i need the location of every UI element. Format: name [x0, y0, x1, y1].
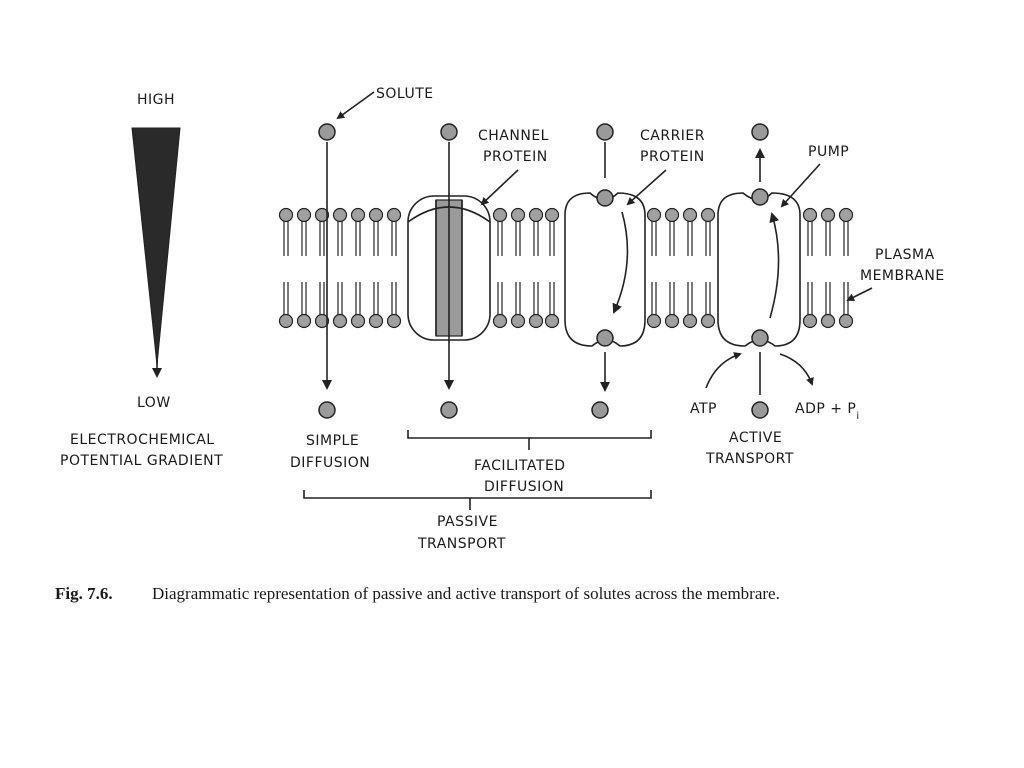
figure-caption: Fig. 7.6. Diagrammatic representation of… — [55, 584, 780, 603]
bottom-labels: SIMPLE DIFFUSION FACILITATED DIFFUSION P… — [290, 401, 860, 552]
membrane-pointer — [846, 287, 873, 301]
pump-protein — [717, 192, 801, 347]
channel-pointer — [480, 169, 519, 206]
low-label: LOW — [137, 395, 171, 411]
facilitated-bracket — [407, 430, 652, 439]
lipid-head-bottom — [332, 313, 348, 329]
atp-label: ATP — [690, 401, 717, 417]
gradient-label-line1: ELECTROCHEMICAL — [70, 432, 215, 448]
carrier-pointer — [626, 169, 667, 206]
lipid-head-top — [682, 207, 698, 223]
simple-label-line2: DIFFUSION — [290, 455, 370, 471]
plasma-membrane-bilayer — [278, 207, 854, 329]
membrane-label-line2: MEMBRANE — [860, 268, 945, 284]
lipid-head-top — [802, 207, 818, 223]
lipid-head-bottom — [528, 313, 544, 329]
passive-label-line1: PASSIVE — [437, 514, 498, 530]
solute-pump-bottom — [751, 401, 769, 419]
solute-channel-top — [440, 123, 458, 141]
lipid-head-bottom — [492, 313, 508, 329]
lipid-head-bottom — [350, 313, 366, 329]
carrier-label-line2: PROTEIN — [640, 149, 705, 165]
lipid-head-bottom — [368, 313, 384, 329]
carrier-transfer-arrow — [612, 211, 629, 314]
lipid-head-bottom — [682, 313, 698, 329]
atp-arrow — [705, 352, 742, 389]
active-transport-path — [705, 123, 814, 419]
lipid-head-top — [544, 207, 560, 223]
lipid-head-top — [646, 207, 662, 223]
solute-simple-bottom — [318, 401, 336, 419]
solute-pump-bound-bottom — [751, 329, 769, 347]
solute-pointer — [336, 91, 375, 120]
pump-transfer-arrow — [769, 212, 780, 319]
lipid-head-top — [820, 207, 836, 223]
lipid-head-bottom — [544, 313, 560, 329]
high-label: HIGH — [137, 92, 175, 108]
facilitated-label-line2: DIFFUSION — [484, 479, 564, 495]
solute-carrier-top — [596, 123, 614, 141]
pump-label: PUMP — [808, 144, 849, 160]
lipid-head-bottom — [820, 313, 836, 329]
lipid-head-top — [492, 207, 508, 223]
lipid-head-bottom — [664, 313, 680, 329]
lipid-head-top — [350, 207, 366, 223]
adp-arrow — [779, 353, 814, 386]
channel-label-line1: CHANNEL — [478, 128, 549, 144]
simple-label-line1: SIMPLE — [306, 433, 359, 449]
lipid-head-top — [278, 207, 294, 223]
gradient-wedge — [131, 127, 181, 366]
solute-pump-bound-top — [751, 188, 769, 206]
passive-label-line2: TRANSPORT — [417, 536, 506, 552]
gradient-label-line2: POTENTIAL GRADIENT — [60, 453, 223, 469]
active-label-line1: ACTIVE — [729, 430, 782, 446]
top-labels: SOLUTE CHANNEL PROTEIN CARRIER PROTEIN P… — [336, 86, 945, 301]
solute-carrier-bottom — [591, 401, 609, 419]
caption-fig-label: Fig. 7.6. — [55, 584, 113, 603]
lipid-head-bottom — [802, 313, 818, 329]
lipid-head-top — [510, 207, 526, 223]
passive-bracket — [303, 490, 652, 499]
lipid-head-top — [664, 207, 680, 223]
lipid-head-top — [368, 207, 384, 223]
lipid-head-top — [314, 207, 330, 223]
carrier-diffusion-path — [591, 123, 629, 419]
solute-channel-bottom — [440, 401, 458, 419]
lipid-head-bottom — [510, 313, 526, 329]
membrane-label-line1: PLASMA — [875, 247, 935, 263]
caption-text: Diagrammatic representation of passive a… — [152, 584, 780, 603]
lipid-head-top — [838, 207, 854, 223]
lipid-head-top — [296, 207, 312, 223]
solute-label: SOLUTE — [376, 86, 434, 102]
lipid-head-bottom — [700, 313, 716, 329]
facilitated-label-line1: FACILITATED — [474, 458, 566, 474]
solute-pump-top — [751, 123, 769, 141]
lipid-head-bottom — [314, 313, 330, 329]
solute-simple-top — [318, 123, 336, 141]
pump-pointer — [780, 163, 821, 208]
active-label-line2: TRANSPORT — [705, 451, 794, 467]
lipid-head-bottom — [296, 313, 312, 329]
channel-label-line2: PROTEIN — [483, 149, 548, 165]
solute-carrier-bound-bottom — [596, 329, 614, 347]
simple-diffusion-path — [318, 123, 336, 419]
lipid-head-bottom — [278, 313, 294, 329]
adp-label: ADP + Pi — [795, 401, 860, 422]
lipid-head-top — [700, 207, 716, 223]
lipid-head-bottom — [646, 313, 662, 329]
carrier-label-line1: CARRIER — [640, 128, 705, 144]
lipid-head-top — [332, 207, 348, 223]
lipid-head-top — [386, 207, 402, 223]
gradient-indicator: HIGH LOW ELECTROCHEMICAL POTENTIAL GRADI… — [60, 92, 223, 469]
carrier-protein — [564, 192, 646, 347]
channel-diffusion-path — [440, 123, 458, 419]
lipid-head-top — [528, 207, 544, 223]
solute-carrier-bound-top — [596, 189, 614, 207]
lipid-head-bottom — [386, 313, 402, 329]
lipid-head-bottom — [838, 313, 854, 329]
